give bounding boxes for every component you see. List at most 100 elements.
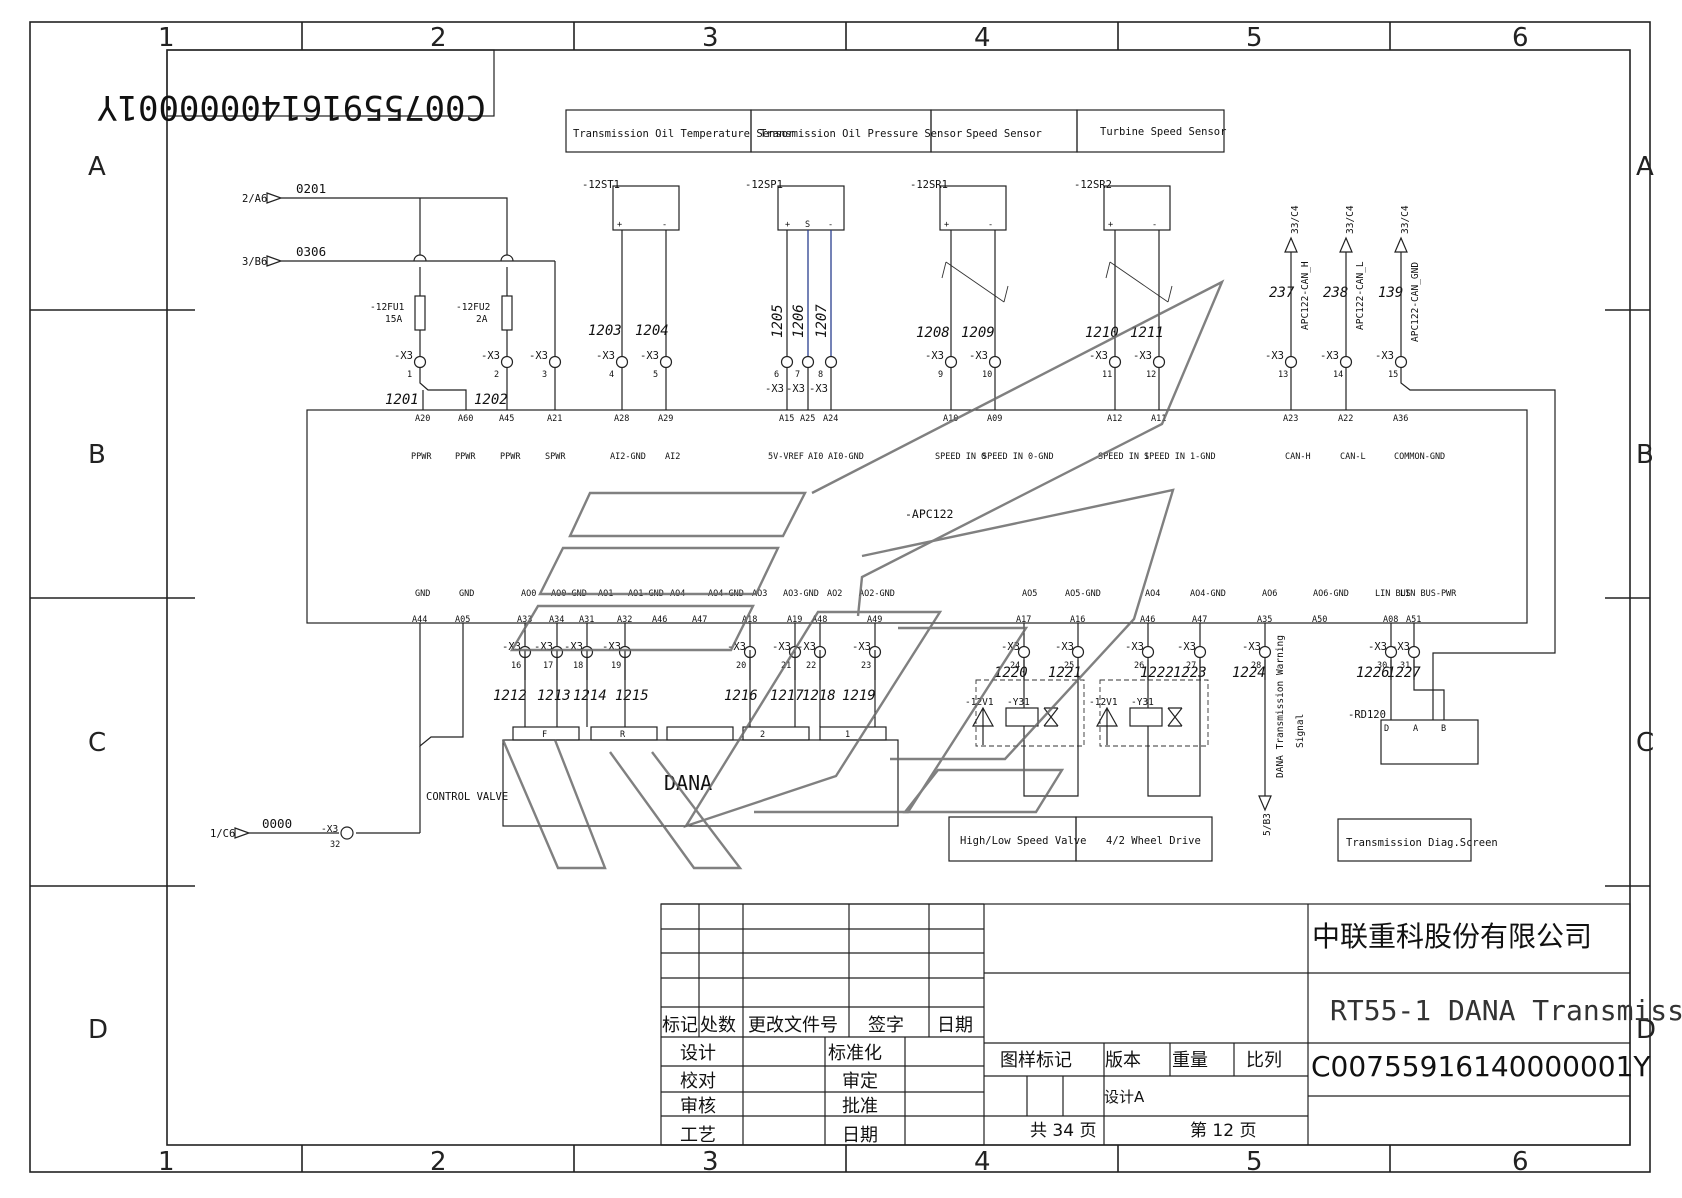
wire-label: 237 bbox=[1269, 285, 1295, 301]
sensor-title-pressure: Transmission Oil Pressure Sensor bbox=[760, 128, 962, 140]
controller-function: GND bbox=[459, 589, 474, 599]
sensor-pin: + bbox=[1108, 220, 1113, 230]
terminal-strip: -X3 bbox=[640, 350, 659, 362]
column-label-top: 3 bbox=[702, 23, 719, 53]
controller-pin: A11 bbox=[1151, 414, 1166, 424]
tb-head: 处数 bbox=[700, 1015, 736, 1036]
column-label-top: 6 bbox=[1512, 23, 1529, 53]
x3-32-pin: 32 bbox=[330, 840, 340, 850]
terminal-circle bbox=[1284, 355, 1298, 369]
controller-pin: A28 bbox=[614, 414, 629, 424]
controller-function: AO6-GND bbox=[1313, 589, 1349, 599]
terminal-circle bbox=[1141, 645, 1155, 659]
fuse-tag: -12FU1 bbox=[370, 302, 405, 313]
terminal-pin: 22 bbox=[806, 661, 816, 671]
sensor-pin: + bbox=[944, 220, 949, 230]
wire-label: 238 bbox=[1323, 285, 1348, 301]
column-label-bottom: 5 bbox=[1246, 1147, 1263, 1177]
controller-function: CAN-H bbox=[1285, 452, 1311, 462]
tb-head: 日期 bbox=[937, 1015, 973, 1036]
controller-function: LIN BUS-PWR bbox=[1400, 589, 1457, 599]
tb-mid: 日期 bbox=[842, 1125, 878, 1146]
sensor-tag-speed: -12SR1 bbox=[910, 179, 948, 191]
terminal-strip: -X3 bbox=[394, 350, 413, 362]
terminal-circle bbox=[824, 355, 838, 369]
diag-pin: A bbox=[1413, 724, 1418, 734]
tb-mid: 批准 bbox=[842, 1096, 878, 1117]
terminal-pin: 31 bbox=[1400, 661, 1410, 671]
terminal-pin: 19 bbox=[611, 661, 621, 671]
tb-left: 校对 bbox=[680, 1071, 716, 1092]
terminal-strip: -X3 bbox=[1368, 641, 1387, 653]
terminal-pin: 28 bbox=[1251, 661, 1261, 671]
terminal-circle bbox=[1108, 355, 1122, 369]
controller-function: AO4-GND bbox=[1190, 589, 1226, 599]
terminal-pin: 26 bbox=[1134, 661, 1144, 671]
column-label-bottom: 3 bbox=[702, 1147, 719, 1177]
row-label-left: A bbox=[88, 152, 106, 182]
terminal-pin: 16 bbox=[511, 661, 521, 671]
controller-function: AO3-GND bbox=[783, 589, 819, 599]
wire-label: 1208 bbox=[916, 325, 950, 341]
bottom-wire: 1215 bbox=[615, 688, 649, 704]
terminal-circle bbox=[548, 355, 562, 369]
controller-pin: A20 bbox=[415, 414, 430, 424]
terminal-circle bbox=[413, 355, 427, 369]
terminal-strip: -X3 bbox=[772, 641, 791, 653]
controller-pin: A44 bbox=[412, 615, 427, 625]
controller-pin: A16 bbox=[1070, 615, 1085, 625]
terminal-circle bbox=[500, 355, 514, 369]
ref-3b6: 3/B6 bbox=[242, 256, 267, 268]
stamp-box: C00755916140000001Y bbox=[97, 49, 495, 127]
dana-control-valve: F R 2 1 DANA bbox=[502, 650, 899, 827]
controller-pin: A10 bbox=[943, 414, 958, 424]
column-label-bottom: 1 bbox=[158, 1147, 175, 1177]
terminal-pin: 30 bbox=[1377, 661, 1387, 671]
bottom-wire: 1219 bbox=[842, 688, 876, 704]
terminal-pin: 14 bbox=[1333, 370, 1343, 380]
sensor-pin: S bbox=[805, 220, 810, 230]
controller-pin: A35 bbox=[1257, 615, 1272, 625]
controller-pin: A12 bbox=[1107, 414, 1122, 424]
terminal-pin: 1 bbox=[407, 370, 412, 380]
sensor-title-temp: Transmission Oil Temperature Sensor bbox=[573, 128, 794, 140]
terminal-strip: -X3 bbox=[797, 641, 816, 653]
conn-pin: 2 bbox=[760, 730, 765, 740]
wire-label: 1206 bbox=[791, 304, 807, 338]
tb-info: 图样标记 bbox=[1000, 1050, 1072, 1071]
controller-function: SPWR bbox=[545, 452, 566, 462]
tb-total-pages: 共 34 页 bbox=[1030, 1121, 1096, 1141]
controller-pin: A46 bbox=[652, 615, 667, 625]
diag-tag: -RD120 bbox=[1348, 709, 1386, 721]
terminal-pin: 7 bbox=[795, 370, 800, 380]
row-label-left: B bbox=[88, 440, 106, 470]
watermark-logo bbox=[501, 279, 1225, 870]
controller-pin: A50 bbox=[1312, 615, 1327, 625]
terminal-pin: 21 bbox=[781, 661, 791, 671]
terminal-strip: -X3 bbox=[1265, 350, 1284, 362]
terminal-pin: 10 bbox=[982, 370, 992, 380]
tb-version: 设计A bbox=[1104, 1088, 1145, 1106]
x3-32: -X3 bbox=[321, 824, 338, 835]
valve-tag: -Y31 bbox=[1131, 697, 1154, 708]
row-label-right: B bbox=[1636, 440, 1654, 470]
controller-function: PPWR bbox=[411, 452, 432, 462]
control-valve-label: CONTROL VALVE bbox=[426, 791, 508, 803]
terminal-circle bbox=[659, 355, 673, 369]
controller-pin: A19 bbox=[787, 615, 802, 625]
tb-left: 设计 bbox=[680, 1043, 716, 1064]
terminal-circle bbox=[1017, 645, 1031, 659]
bottom-wire: 1222 bbox=[1140, 665, 1174, 681]
company-name: 中联重科股份有限公司 bbox=[1312, 920, 1592, 953]
controller-pin: A17 bbox=[1016, 615, 1031, 625]
drawing-number: C00755916140000001Y bbox=[1311, 1050, 1651, 1083]
sensor-symbols: -12ST1 -12SP1 -12SR1 -12SR2 + - + S - + … bbox=[582, 179, 1173, 303]
wire-label: 1211 bbox=[1130, 325, 1164, 341]
conn-pin: F bbox=[542, 730, 547, 740]
tb-info: 版本 bbox=[1105, 1050, 1141, 1071]
terminal-pin: 11 bbox=[1102, 370, 1112, 380]
terminal-circle bbox=[1258, 645, 1272, 659]
sensor-pin: + bbox=[785, 220, 790, 230]
controller-function: PPWR bbox=[500, 452, 521, 462]
